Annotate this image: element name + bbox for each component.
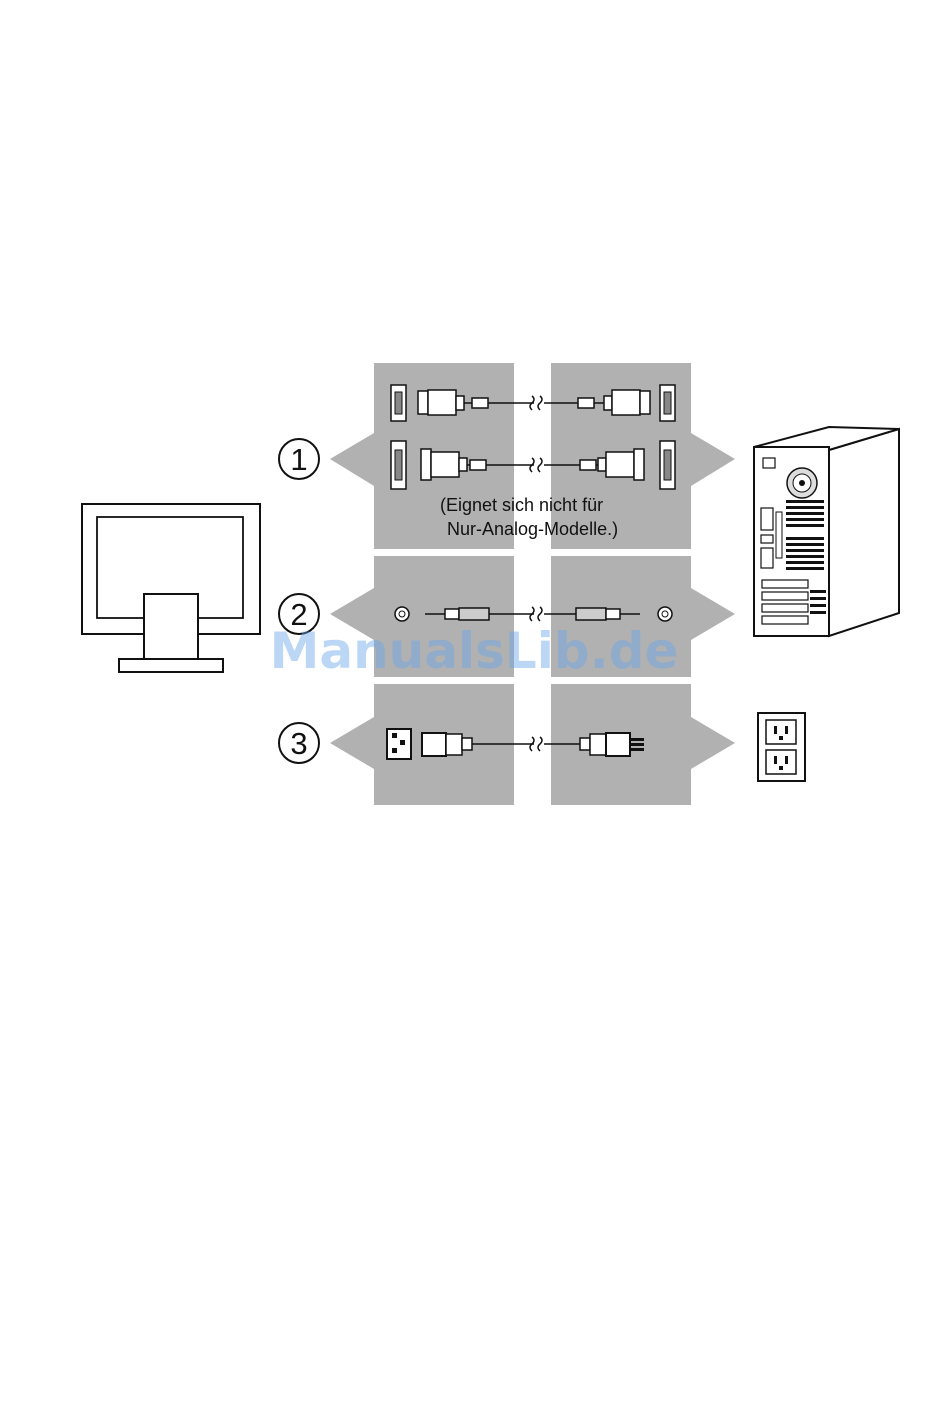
vga-cable-icon <box>391 385 675 421</box>
pointer-row3-right <box>691 717 735 769</box>
pc-tower-icon <box>754 427 899 636</box>
step-1-marker: 1 <box>279 439 319 479</box>
pointer-row3-left <box>330 717 374 769</box>
pointer-row1-left <box>330 433 374 486</box>
pointer-row2-right <box>691 588 735 640</box>
monitor-icon <box>82 504 260 672</box>
step-3-number: 3 <box>290 726 307 761</box>
power-cable-icon <box>387 729 644 759</box>
note-line-1: (Eignet sich nicht für <box>440 495 603 515</box>
pointer-row1-right <box>691 433 735 486</box>
step-3-marker: 3 <box>279 723 319 763</box>
wall-outlet-icon <box>758 713 805 781</box>
note-line-2: Nur-Analog-Modelle.) <box>447 519 618 539</box>
step-1-number: 1 <box>290 442 307 477</box>
watermark: ManualsLib.de <box>270 622 679 680</box>
